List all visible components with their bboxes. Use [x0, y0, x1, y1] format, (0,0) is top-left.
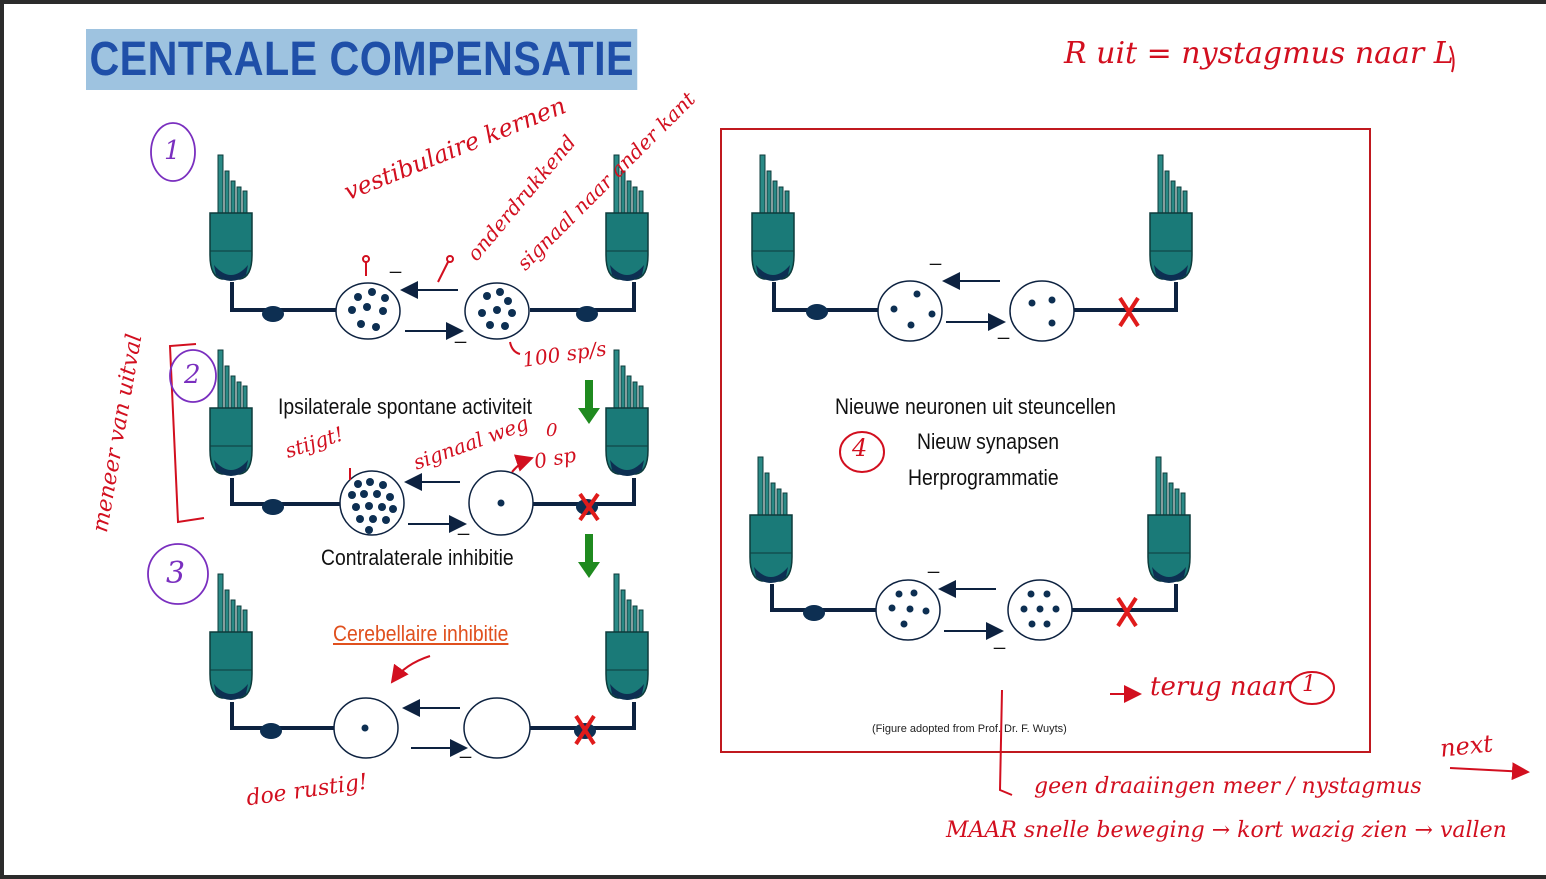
label-cerebellar: Cerebellaire inhibitie — [333, 621, 509, 646]
labyrinth-right — [605, 349, 649, 477]
annotation-next: next — [1438, 729, 1495, 763]
label-ipsilateral: Ipsilaterale spontane activiteit — [278, 394, 532, 419]
annotation-terug-target: 1 — [1302, 672, 1316, 697]
step-number: 3 — [166, 556, 186, 591]
labyrinth-left — [209, 154, 253, 282]
lesion-x-icon — [578, 492, 600, 522]
minus-sign: _ — [994, 628, 1006, 650]
minus-sign: _ — [460, 737, 472, 759]
annotation-maar: MAAR snelle beweging → kort wazig zien →… — [946, 818, 1507, 843]
labyrinth-left — [751, 154, 795, 282]
diagram-1 — [209, 154, 649, 340]
lesion-x-icon — [574, 714, 596, 746]
step-number: 2 — [184, 360, 201, 390]
annotation-geen: geen draaiingen meer / nystagmus — [1034, 774, 1422, 799]
compensation-box — [720, 128, 1371, 753]
labyrinth-right — [605, 573, 649, 701]
diagram-4a — [751, 154, 1193, 342]
green-down-arrow-icon — [578, 380, 600, 578]
step-number: 1 — [164, 136, 181, 166]
labyrinth-left — [749, 456, 793, 584]
annotation-zero: 0 — [546, 420, 558, 441]
minus-sign: _ — [390, 252, 402, 274]
labyrinth-right — [1147, 456, 1191, 584]
diagram-4b — [749, 456, 1191, 641]
label-reprogramming: Herprogrammatie — [908, 465, 1059, 490]
minus-sign: _ — [458, 514, 470, 536]
lesion-x-icon — [1118, 296, 1140, 328]
lesion-x-icon — [1116, 596, 1138, 628]
minus-sign: _ — [998, 318, 1010, 340]
label-new-synapses: Nieuw synapsen — [917, 429, 1060, 454]
step-circles — [147, 122, 217, 605]
step-number: 4 — [852, 434, 868, 462]
minus-sign: _ — [455, 322, 467, 344]
label-contralateral: Contralaterale inhibitie — [321, 545, 514, 570]
diagram-3 — [209, 573, 649, 759]
labyrinth-left — [209, 349, 253, 477]
slide-title: CENTRALE COMPENSATIE — [86, 29, 638, 90]
diagram-2 — [209, 349, 649, 578]
labyrinth-left — [209, 573, 253, 701]
minus-sign: _ — [930, 244, 942, 266]
annotation-terug: terug naar — [1150, 672, 1291, 702]
labyrinth-right — [1149, 154, 1193, 282]
annotation-top-right: R uit = nystagmus naar L — [1064, 36, 1454, 71]
minus-sign: _ — [928, 552, 940, 574]
pen-annotations — [168, 45, 1530, 796]
label-new-neurons: Nieuwe neuronen uit steuncellen — [835, 394, 1116, 419]
figure-caption: (Figure adopted from Prof. Dr. F. Wuyts) — [872, 723, 1067, 735]
